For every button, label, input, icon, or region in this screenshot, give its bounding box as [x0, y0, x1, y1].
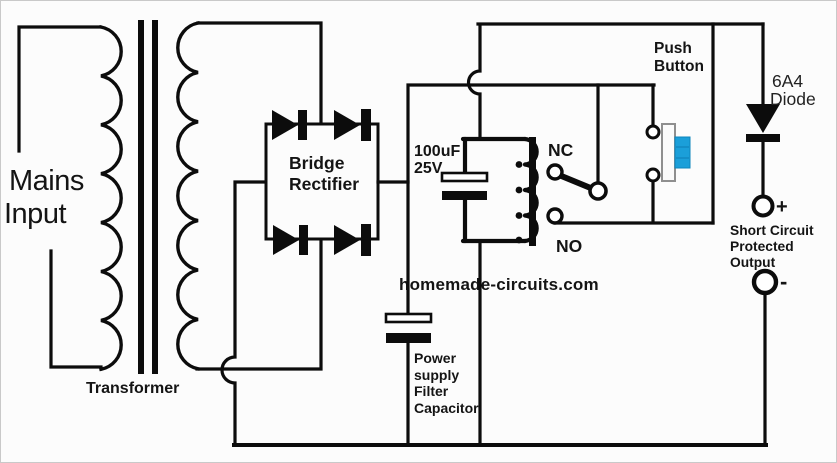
relay-coil-assembly — [440, 136, 539, 246]
bridge-box — [264, 122, 380, 241]
plus-terminal — [751, 194, 775, 218]
wires — [195, 21, 768, 447]
output-label-line1: Short Circuit — [730, 223, 814, 238]
coil-turn-nub — [515, 236, 523, 244]
wire-secondary-bottom — [195, 239, 323, 371]
mains-input-label-line1: Mains — [9, 165, 84, 197]
filtercap-label-line3: Filter — [414, 383, 449, 399]
minus-label: - — [780, 269, 787, 294]
push-button — [645, 123, 691, 183]
watermark-text: homemade-circuits.com — [399, 275, 599, 294]
filtercap-label-line4: Capacitor — [414, 400, 479, 416]
core-bar-left — [138, 20, 144, 374]
bridge-diode-1 — [272, 110, 307, 140]
mains-lead-top — [17, 25, 102, 153]
mains-lead-bottom — [49, 249, 103, 369]
cap-plate-positive — [440, 171, 489, 183]
push-button-label-line1: Push — [654, 40, 692, 57]
bridge-label-line1: Bridge — [289, 153, 345, 173]
no-contact — [546, 207, 564, 225]
no-label: NO — [556, 236, 582, 256]
filtercap-plate-positive — [384, 312, 433, 324]
relay-cap-value-line1: 100uF — [414, 143, 460, 160]
diode-cathode-bar — [746, 134, 780, 142]
relay-cap-value-line2: 25V — [414, 160, 443, 177]
plus-label: + — [776, 196, 788, 218]
cap-plate-negative — [442, 191, 487, 200]
wire-secondary-top — [196, 21, 323, 124]
push-button-cap — [674, 136, 691, 169]
bridge-diode-4 — [334, 224, 371, 256]
diode-triangle — [746, 104, 780, 133]
relay-armature — [556, 172, 596, 192]
push-contact-top — [645, 124, 661, 140]
coil-turn-nub — [515, 161, 523, 168]
output-diode — [746, 104, 780, 142]
wire-coil-top — [466, 23, 482, 140]
wire-positive-rail — [406, 83, 656, 316]
output-label-line3: Output — [730, 255, 776, 270]
bridge-diode-3 — [273, 225, 308, 255]
push-contact-bottom — [645, 167, 661, 183]
secondary-winding — [176, 20, 201, 371]
wire-bridge-negative — [220, 180, 267, 447]
relay-contacts — [546, 163, 608, 225]
transformer — [17, 20, 201, 374]
bridge-diode-2 — [334, 109, 371, 141]
relay-core-bar — [529, 137, 536, 246]
filtercap-plate-negative — [386, 333, 431, 343]
diode-label-line1: 6A4 — [772, 71, 803, 91]
bridge-label-line2: Rectifier — [289, 174, 359, 194]
relay-capacitor — [440, 171, 489, 200]
output-label-line2: Protected — [730, 239, 794, 254]
core-bar-right — [152, 20, 158, 374]
transformer-label: Transformer — [86, 380, 179, 397]
minus-terminal — [751, 268, 779, 296]
bridge-rectifier — [264, 109, 380, 256]
coil-turn-nub — [515, 186, 523, 194]
filter-capacitor — [384, 312, 433, 343]
diode-label-line2: Diode — [770, 89, 816, 109]
filtercap-label-line2: supply — [414, 367, 459, 383]
nc-label: NC — [548, 140, 574, 160]
pole-contact — [588, 181, 608, 201]
filtercap-label-line1: Power — [414, 350, 457, 366]
primary-winding — [99, 25, 123, 372]
push-button-body — [661, 123, 676, 182]
push-button-label-line2: Button — [654, 58, 704, 75]
nc-contact — [546, 163, 564, 181]
mains-input-label-line2: Input — [4, 198, 66, 230]
coil-turn-nub — [515, 212, 523, 219]
